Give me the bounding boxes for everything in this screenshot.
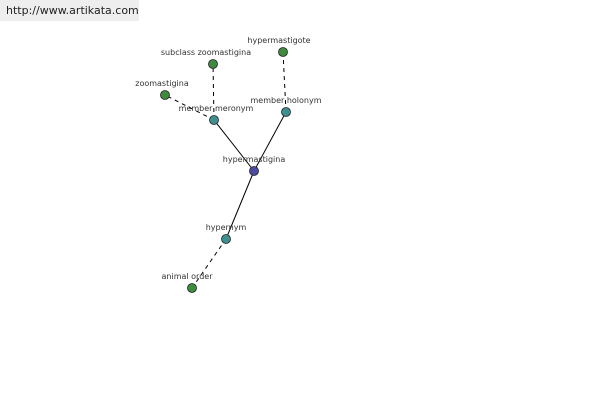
node-member-meronym[interactable] xyxy=(209,115,219,125)
node-member-holonym[interactable] xyxy=(281,107,291,117)
node-label-zoomastigina[interactable]: zoomastigina xyxy=(135,79,189,88)
edge-hypermastigina-to-member-holonym xyxy=(253,111,287,172)
node-label-hypermastigote[interactable]: hypermastigote xyxy=(247,36,310,45)
edge-member-meronym-to-zoomastigina xyxy=(164,94,215,121)
edge-member-holonym-to-hypermastigote xyxy=(282,51,287,113)
nodes-layer xyxy=(160,47,291,293)
node-hypermastigote[interactable] xyxy=(278,47,288,57)
node-label-animal-order[interactable]: animal order xyxy=(162,272,214,281)
node-label-member-meronym[interactable]: member meronym xyxy=(179,104,254,113)
node-label-subclass-zoomastigina[interactable]: subclass zoomastigina xyxy=(161,48,251,57)
edge-hypermastigina-to-member-meronym xyxy=(213,119,255,172)
node-animal-order[interactable] xyxy=(187,283,197,293)
site-url-link[interactable]: http://www.artikata.com xyxy=(0,0,139,21)
node-hypernym[interactable] xyxy=(221,234,231,244)
node-label-hypernym[interactable]: hypernym xyxy=(206,223,247,232)
node-label-member-holonym[interactable]: member holonym xyxy=(250,96,321,105)
node-subclass-zoomastigina[interactable] xyxy=(208,59,218,69)
node-label-hypermastigina[interactable]: hypermastigina xyxy=(223,155,286,164)
node-hypermastigina[interactable] xyxy=(249,166,259,176)
edge-member-meronym-to-subclass-zoomastigina xyxy=(212,63,215,121)
node-zoomastigina[interactable] xyxy=(160,90,170,100)
edge-hypernym-to-animal-order xyxy=(191,238,227,289)
edges-layer xyxy=(164,51,287,289)
edge-hypermastigina-to-hypernym xyxy=(225,170,255,240)
